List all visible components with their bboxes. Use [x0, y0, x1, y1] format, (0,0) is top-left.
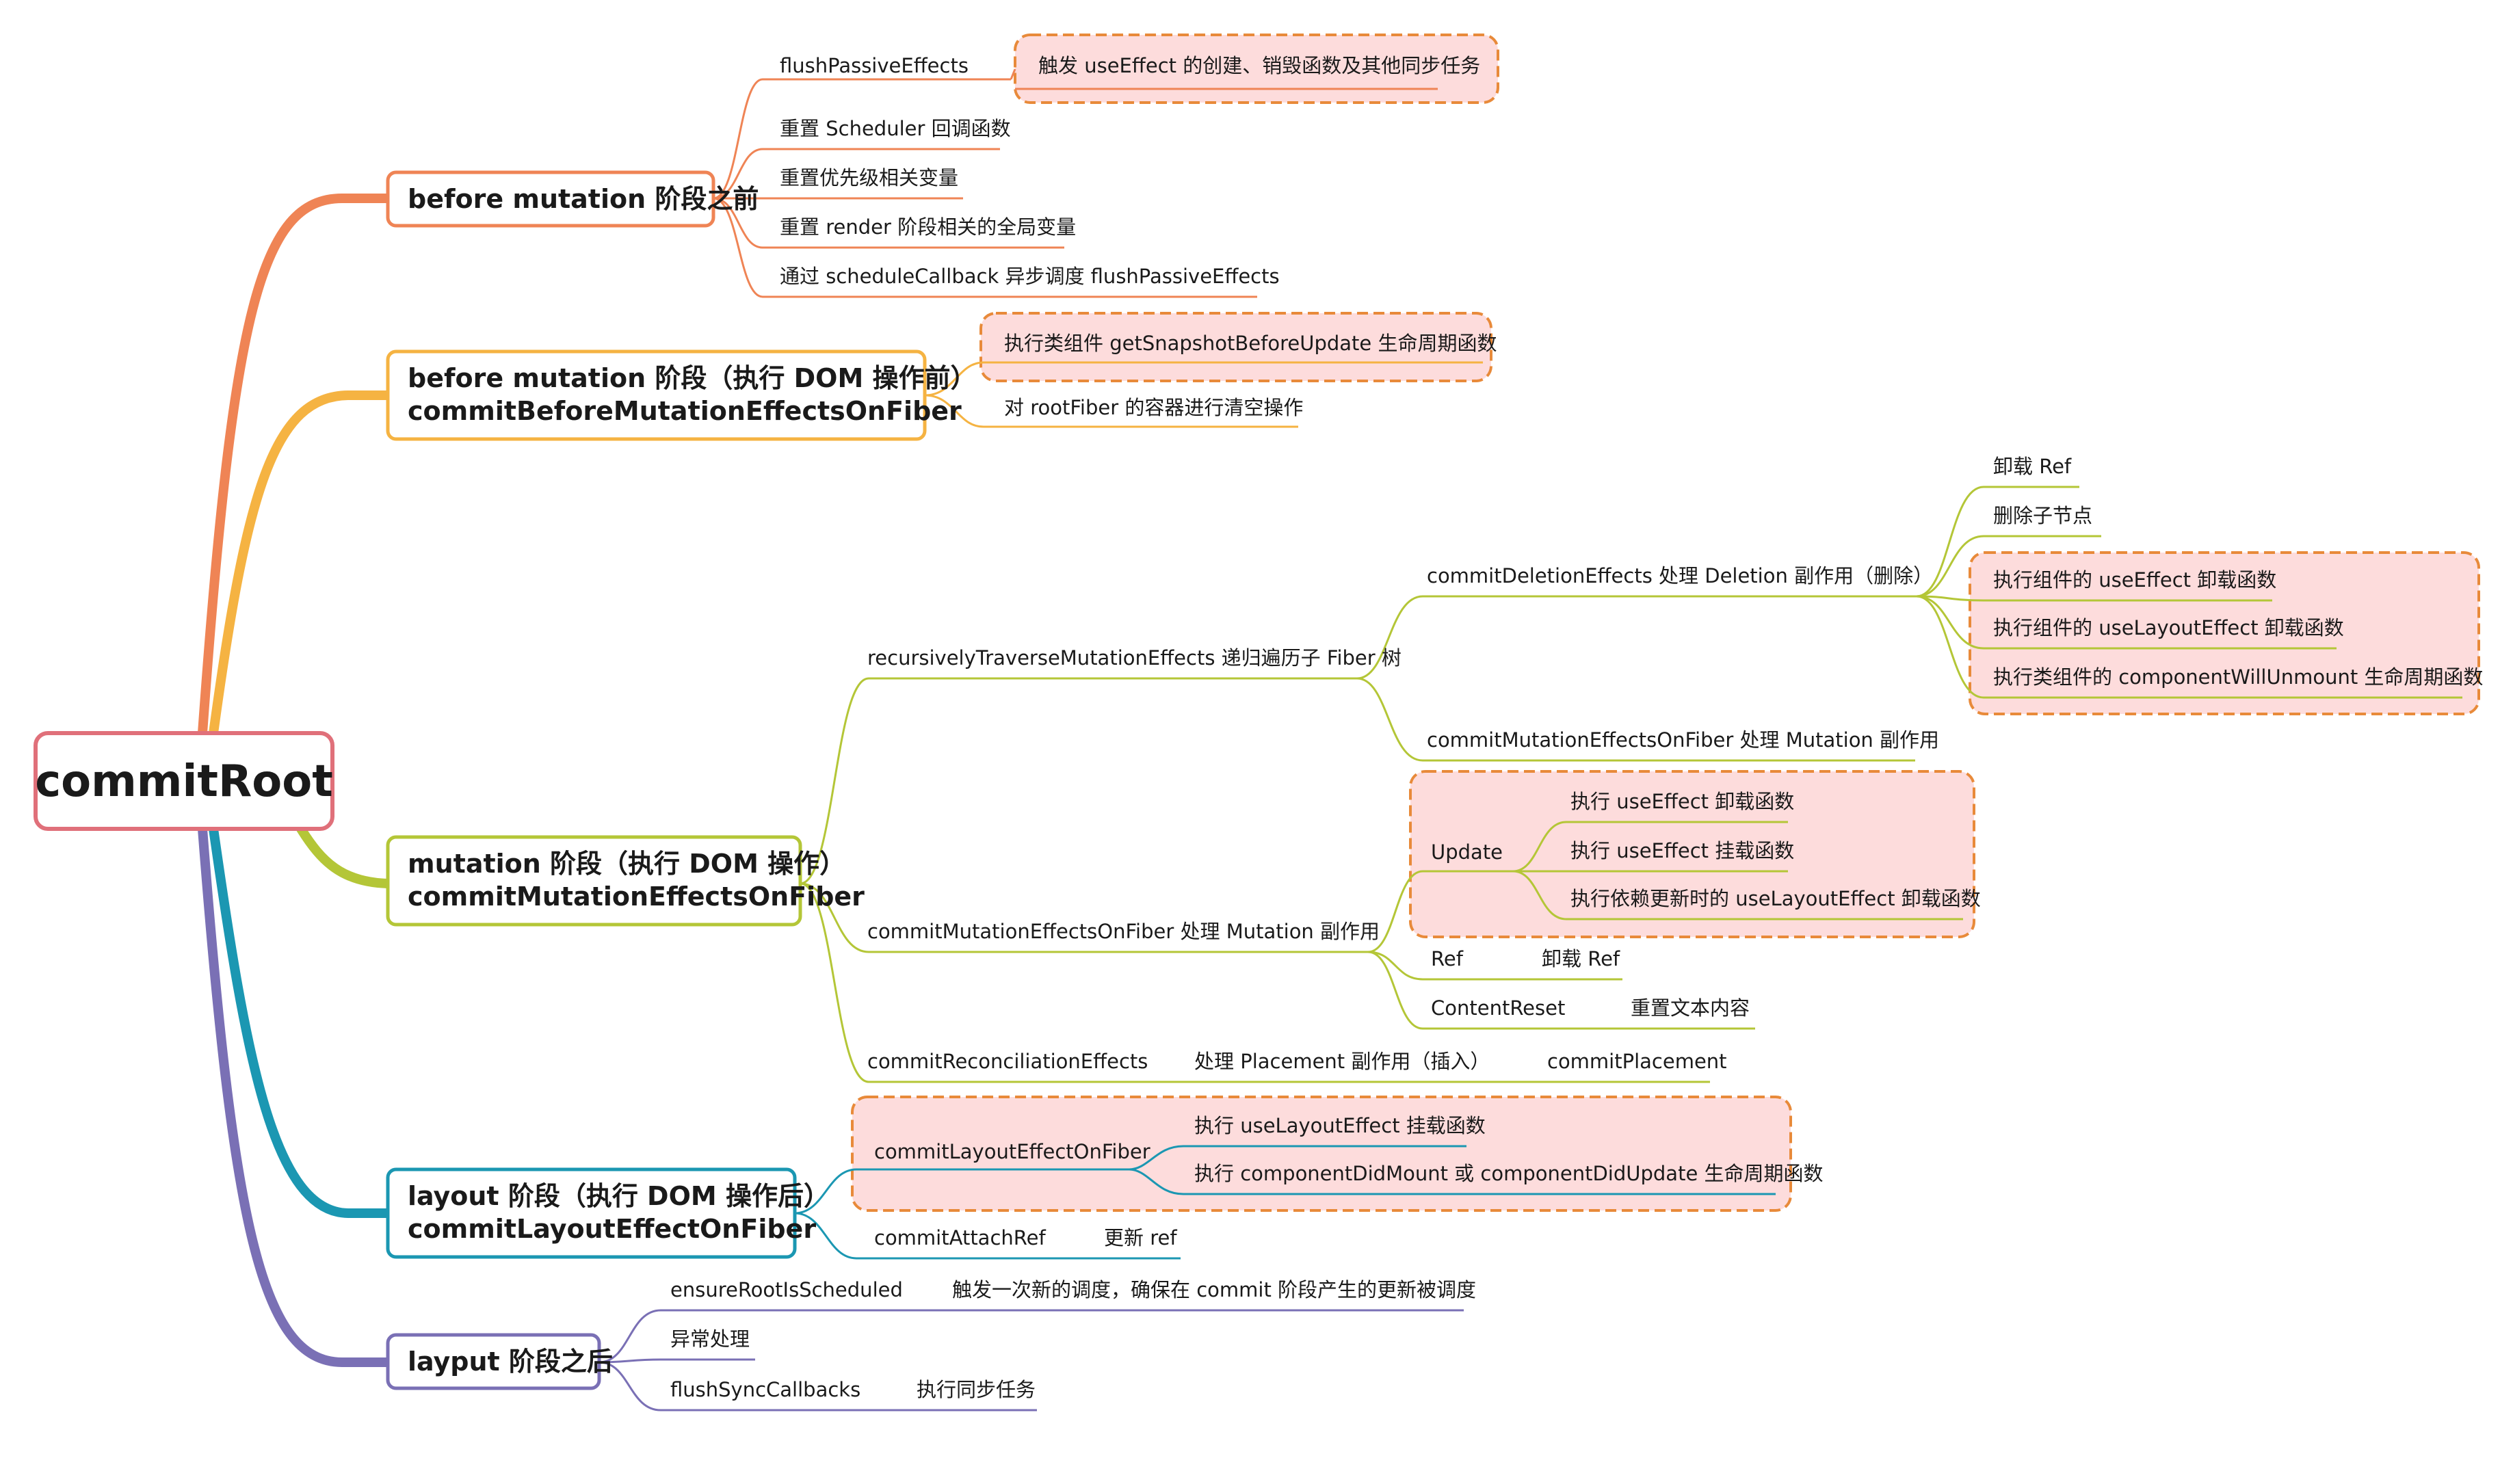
- leaf-reset-priority: 重置优先级相关变量: [780, 166, 958, 189]
- leaf-unmount-use-effect: 执行组件的 useEffect 卸载函数: [1993, 568, 2276, 592]
- leaf-schedule-callback: 通过 scheduleCallback 异步调度 flushPassiveEff…: [780, 265, 1280, 288]
- leaf-commit-attach-ref: commitAttachRef: [874, 1226, 1046, 1249]
- highlight-box-deletion: [1969, 551, 2480, 715]
- connector-root-layout: [209, 824, 393, 1218]
- after-connectors: [598, 1309, 1464, 1412]
- leaf-error-handling: 异常处理: [670, 1327, 750, 1351]
- branch-after-label: layput 阶段之后: [408, 1347, 613, 1377]
- leaf-reset-scheduler: 重置 Scheduler 回调函数: [780, 117, 1011, 140]
- branch-mutation-line2: commitMutationEffectsOnFiber: [408, 882, 865, 912]
- highlight-box-snapshot: [979, 312, 1492, 382]
- leaf-update-ref: 更新 ref: [1104, 1226, 1177, 1249]
- highlight-box-update: [1409, 770, 1975, 938]
- mutation-connectors: [800, 486, 2462, 1083]
- leaf-clear-root-container: 对 rootFiber 的容器进行清空操作: [1004, 396, 1303, 419]
- leaf-mount-use-layout-effect: 执行 useLayoutEffect 挂载函数: [1194, 1114, 1486, 1137]
- leaf-component-will-unmount: 执行类组件的 componentWillUnmount 生命周期函数: [1993, 665, 2483, 689]
- leaf-reset-text-content: 重置文本内容: [1631, 996, 1750, 1020]
- leaf-flush-passive-desc: 触发 useEffect 的创建、销毁函数及其他同步任务: [1038, 54, 1480, 77]
- leaf-run-sync-tasks: 执行同步任务: [917, 1378, 1036, 1401]
- connector-root-mutation: [296, 824, 393, 888]
- leaf-handle-placement: 处理 Placement 副作用（插入）: [1194, 1050, 1490, 1073]
- leaf-unmount-ref: 卸载 Ref: [1993, 455, 2072, 478]
- branch-before-mutation-line1: before mutation 阶段（执行 DOM 操作前）: [408, 363, 977, 393]
- before-connectors: [713, 68, 1438, 298]
- leaf-update-unmount-layout-effect: 执行依赖更新时的 useLayoutEffect 卸载函数: [1570, 887, 1981, 910]
- branch-mutation-line1: mutation 阶段（执行 DOM 操作）: [408, 849, 845, 879]
- connector-root-before-mutation: [209, 390, 393, 738]
- leaf-flush-sync-callbacks: flushSyncCallbacks: [670, 1378, 860, 1401]
- leaf-ref-unmount: 卸载 Ref: [1542, 947, 1620, 970]
- highlight-box-layout: [851, 1096, 1792, 1212]
- leaf-commit-placement: commitPlacement: [1547, 1050, 1727, 1073]
- connector-root-before: [198, 194, 393, 738]
- leaf-content-reset: ContentReset: [1431, 996, 1565, 1020]
- connector-root-after: [198, 824, 393, 1367]
- leaf-update: Update: [1431, 840, 1503, 864]
- main-connectors: [198, 194, 393, 1367]
- layout-connectors: [794, 1145, 1776, 1260]
- leaf-component-did-mount: 执行 componentDidMount 或 componentDidUpdat…: [1194, 1162, 1824, 1185]
- leaf-ensure-root-scheduled: ensureRootIsScheduled: [670, 1278, 903, 1301]
- branch-before-mutation-box: [386, 349, 927, 441]
- branch-before-box: [386, 170, 715, 228]
- leaf-delete-child: 删除子节点: [1993, 504, 2092, 527]
- leaf-commit-deletion-effects: commitDeletionEffects 处理 Deletion 副作用（删除…: [1427, 564, 1933, 587]
- leaf-commit-layout-effect: commitLayoutEffectOnFiber: [874, 1140, 1150, 1163]
- branch-layout-line2: commitLayoutEffectOnFiber: [408, 1214, 816, 1244]
- leaf-update-unmount-use-effect: 执行 useEffect 卸载函数: [1570, 790, 1794, 813]
- root-node: [34, 731, 334, 831]
- branch-before-mutation-line2: commitBeforeMutationEffectsOnFiber: [408, 396, 962, 426]
- leaf-commit-mutation-effects-inner: commitMutationEffectsOnFiber 处理 Mutation…: [1427, 728, 1939, 752]
- branch-mutation-box: [386, 835, 802, 927]
- leaf-recursively-traverse: recursivelyTraverseMutationEffects 递归遍历子…: [867, 646, 1402, 670]
- leaf-commit-reconciliation: commitReconciliationEffects: [867, 1050, 1148, 1073]
- leaf-unmount-use-layout-effect: 执行组件的 useLayoutEffect 卸载函数: [1993, 616, 2344, 639]
- leaf-reset-render-vars: 重置 render 阶段相关的全局变量: [780, 215, 1076, 239]
- leaf-commit-mutation-effects: commitMutationEffectsOnFiber 处理 Mutation…: [867, 920, 1380, 943]
- branch-before-label: before mutation 阶段之前: [408, 184, 759, 214]
- highlight-boxes: [851, 34, 2480, 1212]
- branch-layout-line1: layout 阶段（执行 DOM 操作后）: [408, 1181, 830, 1211]
- root-label: commitRoot: [35, 756, 333, 807]
- leaf-get-snapshot: 执行类组件 getSnapshotBeforeUpdate 生命周期函数: [1004, 332, 1497, 355]
- leaf-update-mount-use-effect: 执行 useEffect 挂载函数: [1570, 839, 1794, 862]
- leaf-trigger-new-schedule: 触发一次新的调度，确保在 commit 阶段产生的更新被调度: [952, 1278, 1476, 1301]
- leaf-flush-passive-effects: flushPassiveEffects: [780, 54, 969, 77]
- branch-layout-box: [386, 1167, 797, 1259]
- branch-after-box: [386, 1333, 601, 1390]
- leaf-ref: Ref: [1431, 947, 1464, 970]
- highlight-box-flush-passive: [1014, 34, 1499, 104]
- branch-boxes: [34, 170, 927, 1390]
- before-mutation-connectors: [924, 361, 1483, 428]
